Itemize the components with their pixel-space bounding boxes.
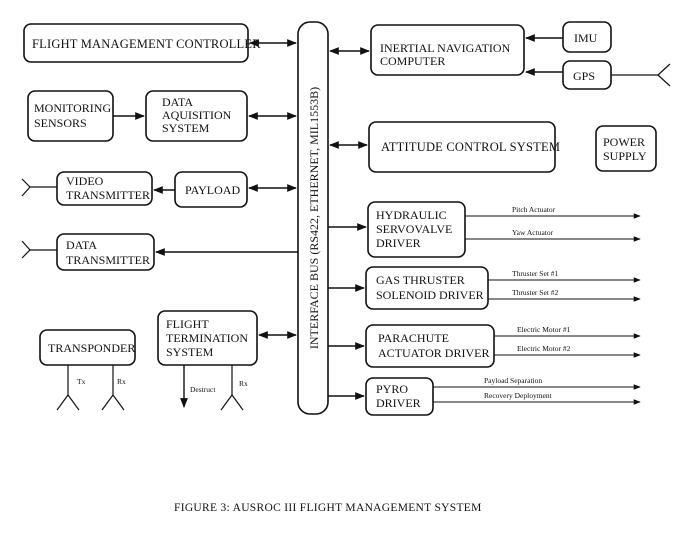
- data-transmitter-antenna-icon: [21, 240, 57, 259]
- interface-bus-label: INTERFACE BUS (RS422, ETHERNET, MIL1553B…: [307, 87, 321, 349]
- power-supply-label-line1: POWER: [603, 135, 645, 149]
- gps-antenna-icon: [611, 63, 671, 87]
- attitude-control-label: ATTITUDE CONTROL SYSTEM: [381, 140, 560, 154]
- thruster-set-2-label: Thruster Set #2: [512, 288, 558, 297]
- flight-termination-label-line1: FLIGHT: [166, 317, 209, 331]
- transponder-rx-label: Rx: [117, 377, 126, 386]
- fts-destruct-label: Destruct: [190, 385, 216, 394]
- flight-management-controller-label: FLIGHT MANAGEMENT CONTROLLER: [32, 37, 261, 51]
- data-acquisition-system-block: DATA AQUISITION SYSTEM: [145, 90, 248, 142]
- imu-label: IMU: [574, 31, 598, 45]
- data-transmitter-label-line1: DATA: [66, 238, 97, 252]
- payload-block: PAYLOAD: [174, 171, 248, 208]
- transponder-tx-antenna-icon: [56, 365, 80, 411]
- video-transmitter-label-line1: VIDEO: [66, 174, 104, 188]
- hydraulic-label-line1: HYDRAULIC: [376, 208, 447, 222]
- transponder-rx-antenna-icon: [101, 365, 125, 411]
- thruster-set-1-label: Thruster Set #1: [512, 269, 558, 278]
- power-supply-block: POWER SUPPLY: [595, 125, 657, 172]
- monitoring-sensors-label-line1: MONITORING: [34, 101, 111, 115]
- flight-termination-system-block: FLIGHT TERMINATION SYSTEM: [157, 310, 258, 366]
- pitch-actuator-label: Pitch Actuator: [512, 205, 556, 214]
- fts-rx-antenna-icon: [220, 365, 244, 411]
- hydraulic-label-line2: SERVOVALVE: [376, 222, 452, 236]
- flight-management-controller-block: FLIGHT MANAGEMENT CONTROLLER: [23, 23, 261, 63]
- payload-separation-label: Payload Separation: [484, 376, 542, 385]
- flight-termination-label-line2: TERMINATION: [166, 331, 248, 345]
- pyro-label-line2: DRIVER: [376, 396, 421, 410]
- gas-thruster-label-line1: GAS THRUSTER: [376, 273, 465, 287]
- transponder-block: TRANSPONDER: [39, 329, 136, 366]
- flight-termination-label-line3: SYSTEM: [166, 345, 214, 359]
- gas-thruster-label-line2: SOLENOID DRIVER: [376, 288, 484, 302]
- gps-label: GPS: [573, 69, 595, 83]
- monitoring-sensors-label-line2: SENSORS: [34, 116, 87, 130]
- data-acquisition-label-line1: DATA: [162, 95, 193, 109]
- video-transmitter-block: VIDEO TRANSMITTER: [56, 171, 153, 206]
- payload-label: PAYLOAD: [185, 183, 240, 197]
- parachute-actuator-driver-block: PARACHUTE ACTUATOR DRIVER: [365, 324, 495, 368]
- gas-thruster-solenoid-driver-block: GAS THRUSTER SOLENOID DRIVER: [365, 266, 489, 310]
- recovery-deployment-label: Recovery Deployment: [484, 391, 553, 400]
- data-transmitter-block: DATA TRANSMITTER: [56, 233, 155, 271]
- pyro-label-line1: PYRO: [376, 382, 408, 396]
- video-transmitter-antenna-icon: [21, 178, 57, 197]
- hydraulic-label-line3: DRIVER: [376, 236, 421, 250]
- inertial-navigation-label-line2: COMPUTER: [380, 54, 445, 68]
- imu-block: IMU: [562, 21, 612, 53]
- power-supply-label-line2: SUPPLY: [603, 149, 647, 163]
- gps-block: GPS: [562, 60, 612, 90]
- inertial-navigation-computer-block: INERTIAL NAVIGATION COMPUTER: [370, 24, 525, 76]
- electric-motor-2-label: Electric Motor #2: [517, 344, 571, 353]
- parachute-label-line1: PARACHUTE: [378, 331, 449, 345]
- hydraulic-servovalve-driver-block: HYDRAULIC SERVOVALVE DRIVER: [367, 201, 466, 258]
- figure-caption: FIGURE 3: AUSROC III FLIGHT MANAGEMENT S…: [174, 502, 482, 514]
- transponder-label: TRANSPONDER: [48, 341, 135, 355]
- electric-motor-1-label: Electric Motor #1: [517, 325, 571, 334]
- data-acquisition-label-line2: AQUISITION: [162, 108, 232, 122]
- interface-bus: [297, 21, 329, 415]
- fts-rx-label: Rx: [239, 379, 248, 388]
- data-acquisition-label-line3: SYSTEM: [162, 121, 210, 135]
- inertial-navigation-label-line1: INERTIAL NAVIGATION: [380, 41, 511, 55]
- attitude-control-system-block: ATTITUDE CONTROL SYSTEM: [368, 121, 560, 173]
- parachute-label-line2: ACTUATOR DRIVER: [378, 346, 489, 360]
- monitoring-sensors-block: MONITORING SENSORS: [27, 90, 114, 142]
- video-transmitter-label-line2: TRANSMITTER: [66, 188, 150, 202]
- pyro-driver-block: PYRO DRIVER: [365, 377, 434, 416]
- yaw-actuator-label: Yaw Actuator: [512, 228, 554, 237]
- transponder-tx-label: Tx: [77, 377, 86, 386]
- data-transmitter-label-line2: TRANSMITTER: [66, 253, 150, 267]
